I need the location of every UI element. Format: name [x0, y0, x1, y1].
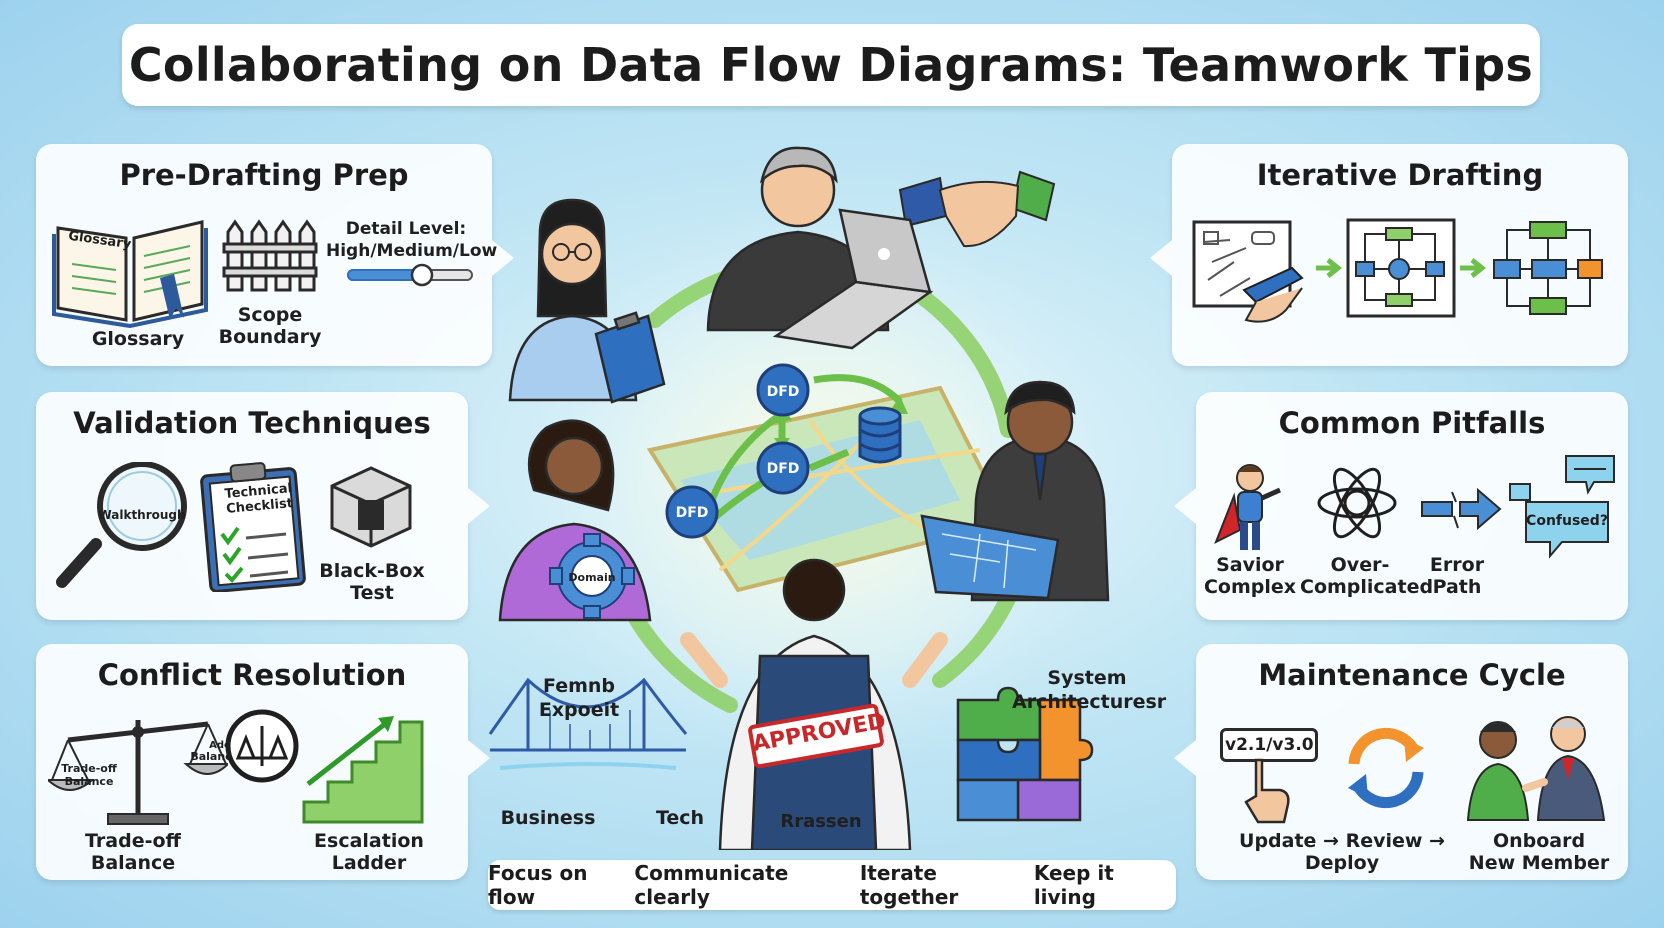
panel-pointer [492, 240, 514, 276]
panel-pre-drafting: Pre-Drafting Prep Glossary Glossary Scop… [36, 144, 514, 366]
database-icon [858, 406, 902, 464]
sketch-draft-icon [1192, 220, 1304, 323]
magnifier-icon [56, 462, 187, 588]
black-box-icon [330, 466, 412, 548]
puzzle-icon [956, 686, 1094, 822]
page-title: Collaborating on Data Flow Diagrams: Tea… [128, 38, 1534, 92]
person-architect [920, 380, 1110, 602]
tip-item: Keep it living [1033, 861, 1114, 909]
fence-icon [222, 219, 318, 292]
tangled-icon [1317, 467, 1397, 539]
scale-left-label: Trade-off Balance [61, 762, 117, 788]
onboard-label: Onboard New Member [1468, 830, 1610, 874]
refined-flow-icon [1493, 221, 1603, 315]
panel-heading: Maintenance Cycle [1258, 658, 1566, 692]
system-architect-label: System Architecturesr [1012, 667, 1167, 713]
walkthrough-label: Walkthrough [98, 508, 186, 522]
dfd-node [665, 363, 810, 539]
confused-label: Confused? [1526, 513, 1608, 529]
person-laptop [706, 146, 934, 350]
tradeoff-label: Trade-off Balance [85, 830, 181, 874]
tech-label: Tech [655, 807, 705, 829]
panel-pointer [1174, 740, 1196, 776]
person-clipboard [508, 198, 666, 404]
balance-scale-icon [48, 720, 228, 825]
glossary-book-icon [52, 220, 208, 328]
cycle-label: Update → Review → Deploy [1239, 830, 1445, 874]
dfd-node-label: DFD [766, 384, 800, 400]
panel-validation: Validation Techniques Walkthrough Techni… [36, 392, 490, 620]
gear-label: Domain [568, 571, 616, 584]
speech-bubbles-icon [1509, 455, 1615, 559]
panel-heading: Iterative Drafting [1256, 158, 1544, 192]
panel-maintenance: Maintenance Cycle v2.1/v3.0 Update → Rev… [1174, 644, 1628, 880]
checklist-clipboard-icon [200, 462, 306, 592]
panel-heading: Conflict Resolution [97, 658, 407, 692]
escalation-label: Escalation Ladder [314, 830, 424, 874]
overcomplicated-label: Over- Complicated [1300, 554, 1434, 598]
tips-bar: Focus on flow Communicate clearly Iterat… [488, 860, 1176, 910]
panel-conflict: Conflict Resolution Trade-off Balance Ad… [36, 644, 490, 880]
business-label: Business [500, 807, 596, 829]
dfd-node-label: DFD [675, 505, 709, 521]
pointing-hand-icon [1244, 758, 1290, 824]
arrow-right-icon [1460, 258, 1487, 278]
handshake-icon [898, 170, 1056, 248]
panel-pointer [1150, 240, 1172, 276]
scale-top-label: Ade [209, 740, 231, 751]
escalation-ladder-icon [302, 716, 424, 824]
error-path-label: Error Path [1429, 554, 1485, 598]
superhero-icon [1214, 464, 1282, 550]
tip-item: Communicate clearly [634, 861, 789, 909]
broken-arrow-icon [1421, 487, 1502, 531]
panel-pointer [468, 740, 490, 776]
panel-pitfalls: Common Pitfalls Savior Complex Over- Com… [1174, 392, 1628, 620]
arrow-right-icon [1316, 258, 1343, 278]
scope-boundary-label: Scope Boundary [218, 304, 322, 348]
approved-stamp [748, 703, 884, 769]
structured-flow-icon [1346, 218, 1456, 318]
dfd-node-label: DFD [766, 461, 800, 477]
compare-circle-icon [225, 709, 299, 783]
panel-heading: Validation Techniques [73, 406, 431, 440]
reviewer-label: Rrassen [780, 811, 862, 832]
black-box-label: Black-Box Test [319, 560, 425, 604]
savior-label: Savior Complex [1203, 554, 1297, 598]
detail-level-label: Detail Level: High/Medium/Low [326, 219, 498, 261]
center-illustration [488, 146, 1118, 850]
bridge-icon [488, 677, 688, 770]
tip-item: Iterate together [859, 861, 959, 909]
panel-heading: Common Pitfalls [1278, 406, 1546, 440]
tip-item: Focus on flow [488, 861, 588, 909]
refresh-cycle-icon [1348, 727, 1424, 809]
version-tag: v2.1/v3.0 [1220, 728, 1318, 762]
panel-heading: Pre-Drafting Prep [119, 158, 409, 192]
detail-slider-icon [347, 263, 473, 287]
panel-iterative: Iterative Drafting [1150, 144, 1628, 366]
title-banner: Collaborating on Data Flow Diagrams: Tea… [122, 24, 1540, 106]
domain-expert-label: Femnb Expoeit [538, 675, 620, 721]
onboarding-people-icon [1466, 716, 1606, 821]
glossary-label: Glossary [91, 328, 185, 350]
panel-pointer [1174, 488, 1196, 524]
panel-pointer [468, 488, 490, 524]
gear-icon [549, 533, 635, 619]
